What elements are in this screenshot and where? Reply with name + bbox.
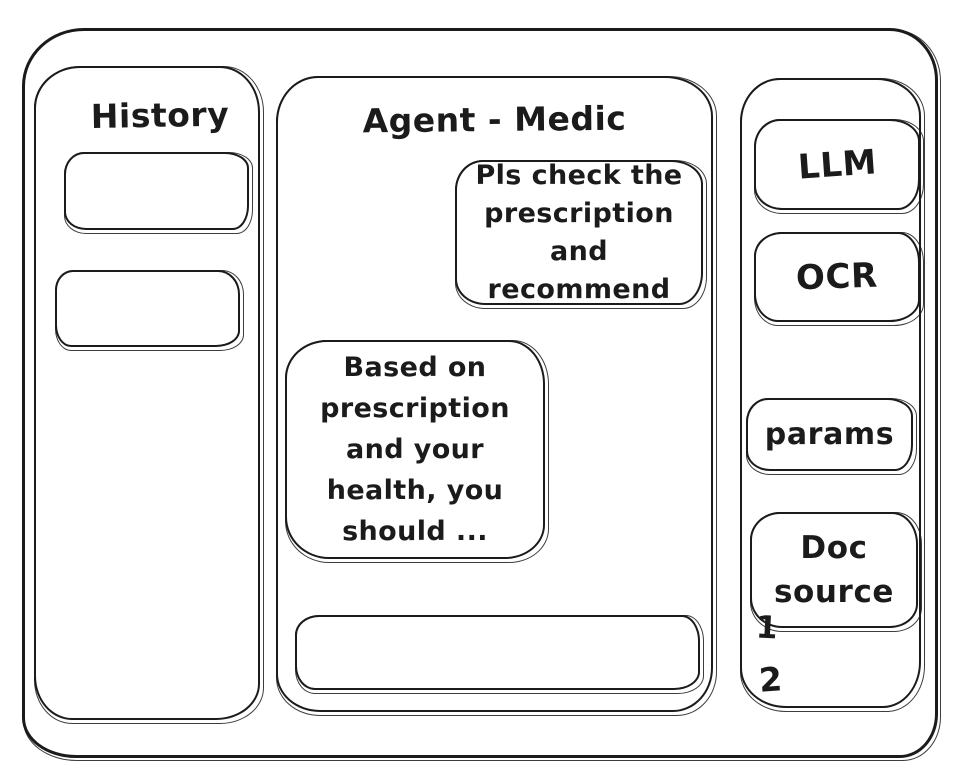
user-message-bubble: Pls check the prescription and recommend [455, 160, 707, 309]
ocr-button[interactable]: OCR [754, 232, 924, 326]
tools-panel: LLM OCR params Doc source 1 2 [740, 78, 925, 712]
params-button[interactable]: params [746, 398, 917, 475]
message-input[interactable] [295, 615, 704, 694]
history-item[interactable] [55, 270, 244, 351]
doc-source-button-label: Doc source [773, 530, 895, 610]
history-title: History [90, 94, 230, 136]
assistant-message-bubble: Based on prescription and your health, y… [285, 340, 549, 563]
llm-button-label: LLM [796, 141, 878, 188]
ocr-button-label: OCR [795, 255, 879, 299]
history-item[interactable] [64, 152, 253, 234]
chat-title: Agent - Medic [362, 98, 627, 141]
doc-source-button[interactable]: Doc source [750, 512, 922, 632]
doc-source-item[interactable]: 2 [757, 659, 784, 700]
history-panel: History [34, 66, 264, 724]
params-button-label: params [764, 417, 895, 452]
doc-source-item[interactable]: 1 [755, 609, 780, 647]
message-input-field[interactable] [309, 621, 686, 684]
llm-button[interactable]: LLM [754, 119, 924, 214]
chat-panel: Agent - Medic Pls check the prescription… [276, 76, 717, 716]
